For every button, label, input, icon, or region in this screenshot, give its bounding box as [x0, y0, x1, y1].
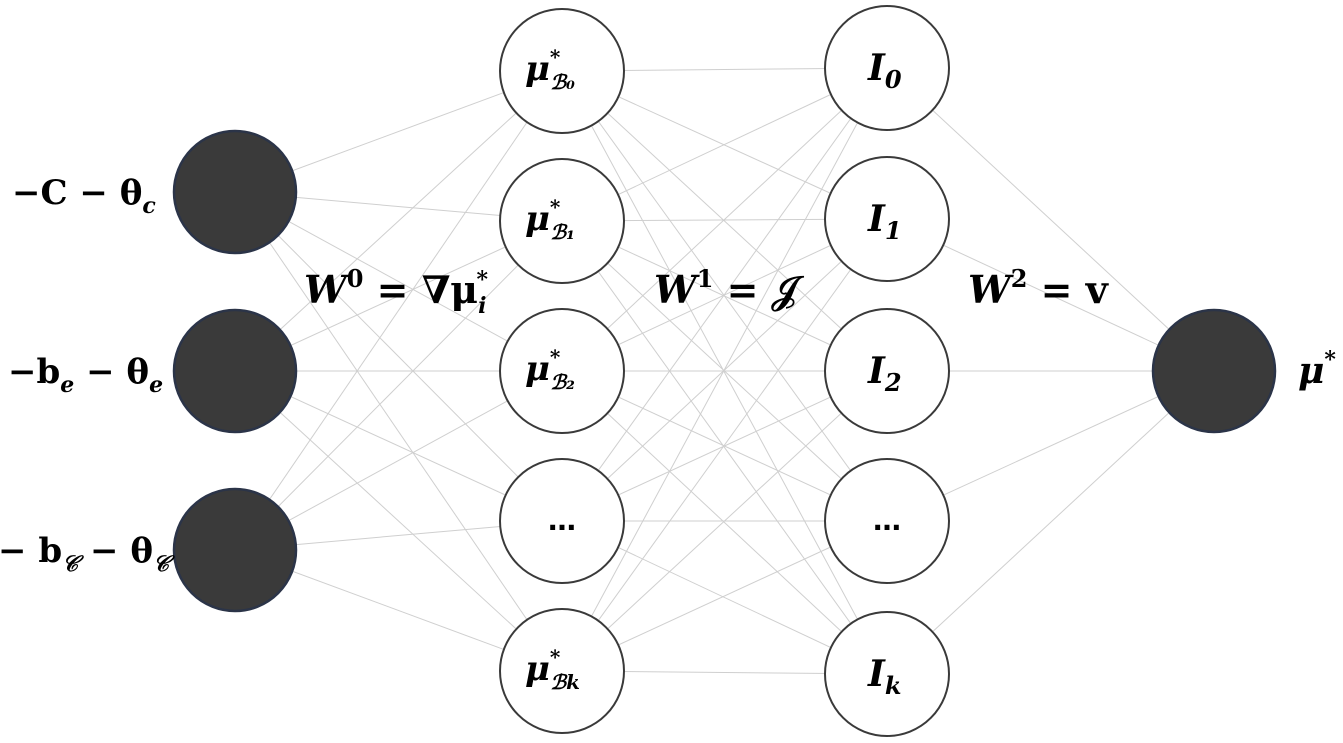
edge-w0-1-0 — [234, 70, 563, 372]
hidden1-node-0 — [499, 8, 625, 134]
input-node-2 — [172, 487, 298, 613]
output-layer: μ* — [1151, 308, 1336, 434]
edge-w2-4-0 — [886, 370, 1215, 675]
hidden2-label-2: I2 — [867, 350, 902, 397]
hidden1-node-4 — [499, 608, 625, 734]
input-layer: −C − θc −be − θe − b𝒞 − θ𝒞 — [0, 129, 298, 613]
input-label-0: −C − θc — [12, 173, 156, 219]
input-label-1: −be − θe — [8, 352, 163, 398]
edge-w2-0-0 — [886, 67, 1215, 372]
hidden2-node-1 — [824, 156, 950, 282]
edge-w1-4-1 — [561, 218, 888, 672]
hidden2-node-0 — [824, 5, 950, 131]
edge-w0-2-0 — [234, 70, 563, 551]
edge-w0-0-4 — [234, 191, 563, 672]
edge-w1-1-4 — [561, 220, 888, 675]
hidden1-label-0: μ*ℬ₀ — [525, 45, 575, 94]
hidden2-node-3 — [824, 458, 950, 584]
edges — [234, 67, 1215, 675]
hidden-layer-1: μ*ℬ₀ μ*ℬ₁ μ*ℬ₂ … μ*ℬk — [499, 8, 625, 734]
edge-w1-4-0 — [561, 67, 888, 672]
weight-label-2: W2 = v — [968, 264, 1110, 312]
hidden-layer-2: I0 I1 I2 … Ik — [824, 5, 950, 737]
edge-w1-2-0 — [561, 67, 888, 372]
hidden1-label-3: … — [548, 504, 576, 537]
hidden2-label-1: I1 — [867, 198, 902, 245]
weight-label-1: W1 = 𝒥 — [654, 264, 805, 312]
hidden1-node-1 — [499, 158, 625, 284]
output-node — [1151, 308, 1277, 434]
edge-w1-0-4 — [561, 70, 888, 675]
hidden2-label-0: I0 — [867, 47, 902, 94]
hidden1-label-4: μ*ℬk — [525, 645, 580, 694]
input-node-0 — [172, 129, 298, 255]
input-node-1 — [172, 308, 298, 434]
hidden1-label-1: μ*ℬ₁ — [525, 195, 575, 244]
input-label-2: − b𝒞 − θ𝒞 — [0, 531, 175, 577]
edge-w1-4-2 — [561, 370, 888, 672]
hidden2-node-2 — [824, 308, 950, 434]
edge-w0-0-3 — [234, 191, 563, 522]
weight-label-0: W0 = ∇μi* — [304, 264, 488, 319]
output-label: μ* — [1298, 347, 1336, 392]
hidden1-node-3 — [499, 458, 625, 584]
hidden1-node-2 — [499, 308, 625, 434]
hidden2-node-4 — [824, 611, 950, 737]
edge-w1-3-0 — [561, 67, 888, 522]
edge-w1-0-2 — [561, 70, 888, 372]
edge-w0-2-1 — [234, 220, 563, 551]
hidden1-label-2: μ*ℬ₂ — [525, 345, 575, 394]
hidden2-label-4: Ik — [867, 653, 901, 700]
hidden2-label-3: … — [873, 504, 901, 537]
edge-w1-2-4 — [561, 370, 888, 675]
edge-w0-1-4 — [234, 370, 563, 672]
weight-labels: W0 = ∇μi* W1 = 𝒥 W2 = v — [304, 264, 1110, 319]
